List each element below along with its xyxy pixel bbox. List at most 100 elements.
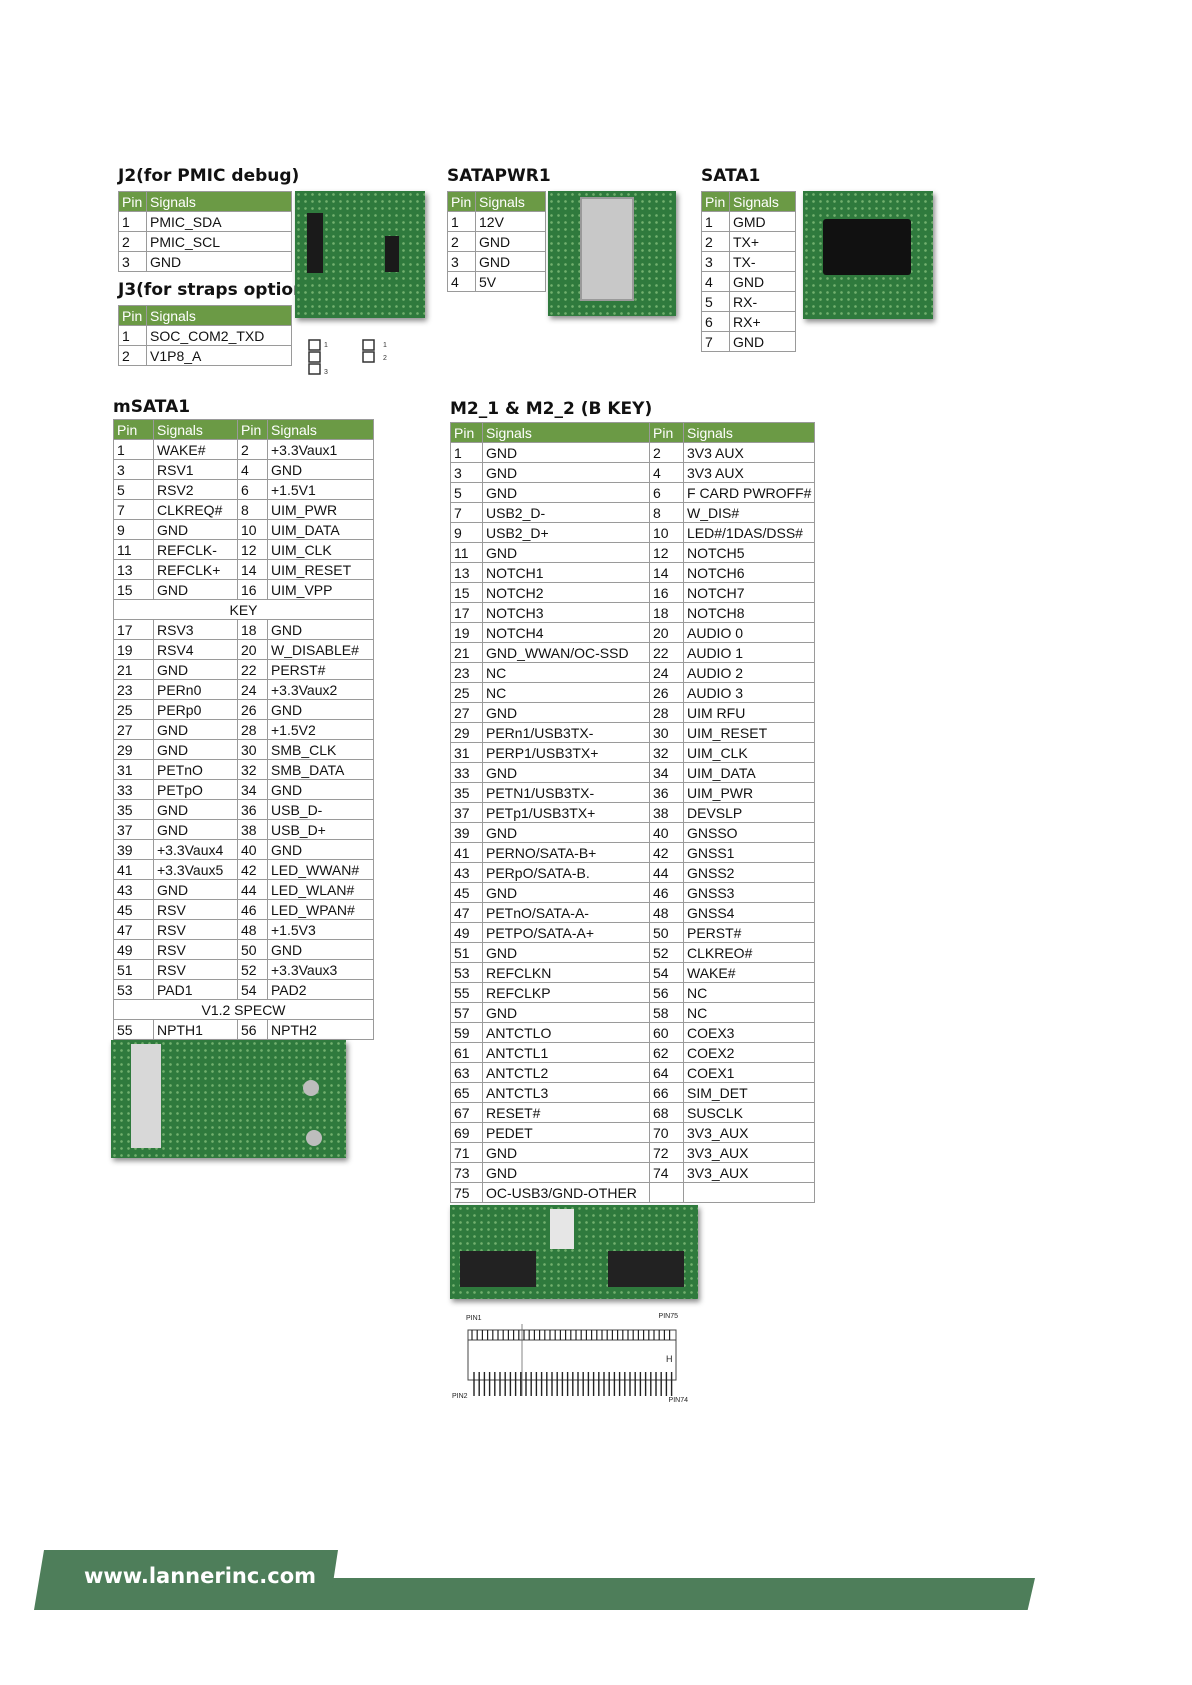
footer-website-link[interactable]: www.lannerinc.com (84, 1564, 317, 1588)
pin-cell: 13 (113, 559, 154, 580)
signal-cell: LED_WPAN# (267, 899, 374, 920)
pin-cell: 1 (118, 211, 147, 232)
pin-cell: 40 (237, 839, 268, 860)
pin-cell: 56 (649, 982, 684, 1003)
pin-cell: 23 (450, 662, 483, 683)
pin-cell: 45 (450, 882, 483, 903)
signal-cell: V1P8_A (146, 345, 292, 366)
pin-cell: 4 (447, 271, 476, 292)
signal-cell: GND (482, 822, 650, 843)
pin-cell: 1 (450, 442, 483, 463)
signal-cell: GND (482, 1162, 650, 1183)
signal-cell: RSV3 (153, 619, 238, 640)
pin-cell: 71 (450, 1142, 483, 1163)
pin-cell: 60 (649, 1022, 684, 1043)
signal-cell: OC-USB3/GND-OTHER (482, 1182, 650, 1203)
signal-cell: DEVSLP (682, 802, 816, 823)
signal-cell: 12V (475, 211, 546, 232)
signal-cell: GND (729, 271, 796, 292)
pin-cell: 2 (118, 345, 147, 366)
signal-cell: +3.3Vaux3 (267, 959, 374, 980)
pin-cell: 1 (447, 211, 476, 232)
pin-cell: 15 (113, 579, 154, 600)
pin75-label: PIN75 (659, 1313, 679, 1320)
signal-cell: RSV4 (153, 639, 238, 660)
signal-cell: CLKREO# (682, 942, 816, 963)
signal-cell: ANTCTL1 (482, 1042, 650, 1063)
signal-cell: W_DIS# (682, 502, 816, 523)
signal-cell: GND (153, 719, 238, 740)
signal-cell: RSV (153, 959, 238, 980)
pin-cell: 9 (450, 522, 483, 543)
signal-cell: PERp0 (153, 699, 238, 720)
pin-cell: 24 (237, 679, 268, 700)
signal-cell: AUDIO 2 (682, 662, 816, 683)
pin-cell: 72 (649, 1142, 684, 1163)
signal-cell: NC (482, 682, 650, 703)
pin-cell: 73 (450, 1162, 483, 1183)
signal-cell: 3V3 AUX (682, 462, 816, 483)
signal-cell: PEDET (482, 1122, 650, 1143)
header-connector-image (550, 1209, 574, 1249)
pin-cell: 36 (237, 799, 268, 820)
pin-cell: 59 (450, 1022, 483, 1043)
signal-cell: PETnO (153, 759, 238, 780)
pin-cell: 34 (649, 762, 684, 783)
pin-cell: 4 (649, 462, 684, 483)
pin-cell: 22 (649, 642, 684, 663)
signals-column-header: Signals (267, 419, 374, 440)
pin-cell: 4 (701, 271, 730, 292)
pin-cell: 30 (649, 722, 684, 743)
pin-cell: 6 (701, 311, 730, 332)
pin-cell: 26 (649, 682, 684, 703)
pin-cell: 20 (237, 639, 268, 660)
pin-cell: 56 (237, 1019, 268, 1040)
pin-cell: 28 (649, 702, 684, 723)
standoff-image (303, 1080, 319, 1096)
signal-cell: GND (153, 579, 238, 600)
pin-cell: 54 (237, 979, 268, 1000)
pin-cell: 43 (113, 879, 154, 900)
signal-cell: 3V3 AUX (682, 442, 816, 463)
signal-cell: NPTH2 (267, 1019, 374, 1040)
pin-cell: 38 (649, 802, 684, 823)
pin-cell: 51 (450, 942, 483, 963)
signal-cell: NC (482, 662, 650, 683)
pin-cell: 48 (237, 919, 268, 940)
signal-cell: PAD1 (153, 979, 238, 1000)
pin-cell: 33 (113, 779, 154, 800)
signal-cell: GND (267, 459, 374, 480)
signal-cell: UIM_RESET (267, 559, 374, 580)
pin-cell: 37 (450, 802, 483, 823)
signal-cell: RSV1 (153, 459, 238, 480)
pin-cell: 36 (649, 782, 684, 803)
pin74-label: PIN74 (669, 1397, 689, 1404)
pin-cell: 3 (701, 251, 730, 272)
satapwr1-board-photo (548, 191, 676, 316)
signal-cell: PETnO/SATA-A- (482, 902, 650, 923)
pin-cell (649, 1182, 684, 1203)
pin-cell: 22 (237, 659, 268, 680)
pin-cell: 3 (447, 251, 476, 272)
